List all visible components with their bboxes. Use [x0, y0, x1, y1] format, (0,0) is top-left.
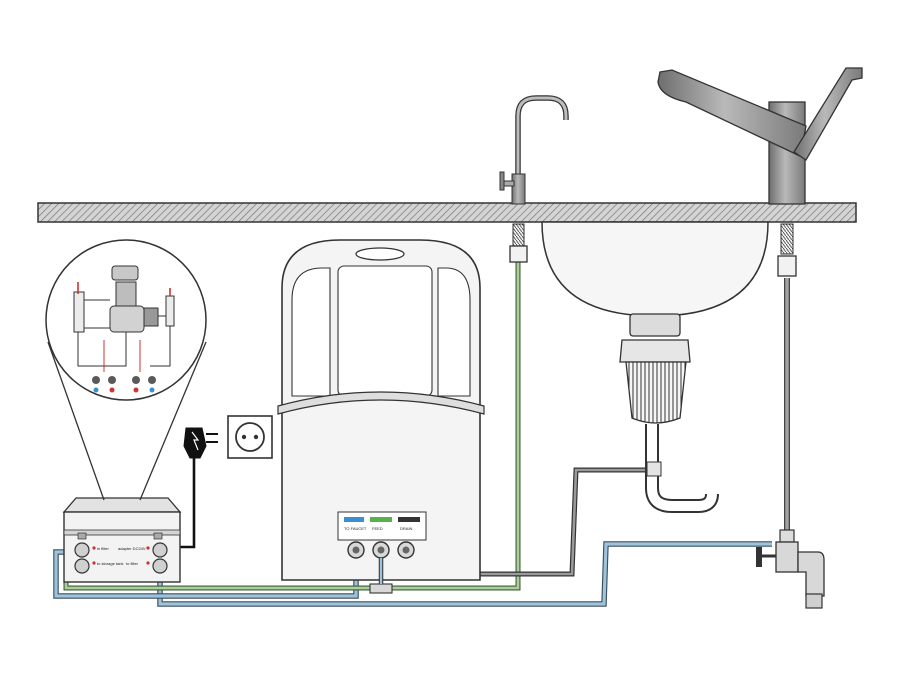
booster-pump-box: in filter to storage tank adapter DC24V … [62, 497, 182, 583]
sink-bowl [541, 221, 769, 317]
power-plug-icon[interactable] [183, 427, 218, 459]
port-left-label: TO FAUCET [344, 526, 367, 531]
port-label-blue [344, 517, 364, 522]
drain-trap [619, 313, 719, 513]
pump-label-top-right: adapter DC24V [118, 546, 146, 551]
unit-ports[interactable] [347, 541, 415, 559]
pump-label-top-left: in filter [97, 546, 109, 551]
magnifier-detail-circle [45, 239, 207, 501]
angle-valve-icon[interactable] [756, 529, 825, 609]
port-label-green [370, 517, 392, 522]
mixer-tap-icon [657, 67, 863, 277]
pump-detail-drawing [73, 265, 175, 393]
countertop [37, 202, 857, 223]
port-right-label: DRAIN [400, 526, 413, 531]
port-middle-label: FEED [372, 526, 383, 531]
reverse-osmosis-unit: TO FAUCET FEED DRAIN [277, 239, 485, 581]
pump-label-bottom-left: to storage tank [97, 561, 123, 566]
pump-label-bottom-right: to filter [126, 561, 139, 566]
tee-adapter [369, 558, 393, 594]
filter-faucet-icon [499, 95, 569, 263]
wall-socket-icon[interactable] [227, 415, 273, 459]
port-label-dark [398, 517, 420, 522]
